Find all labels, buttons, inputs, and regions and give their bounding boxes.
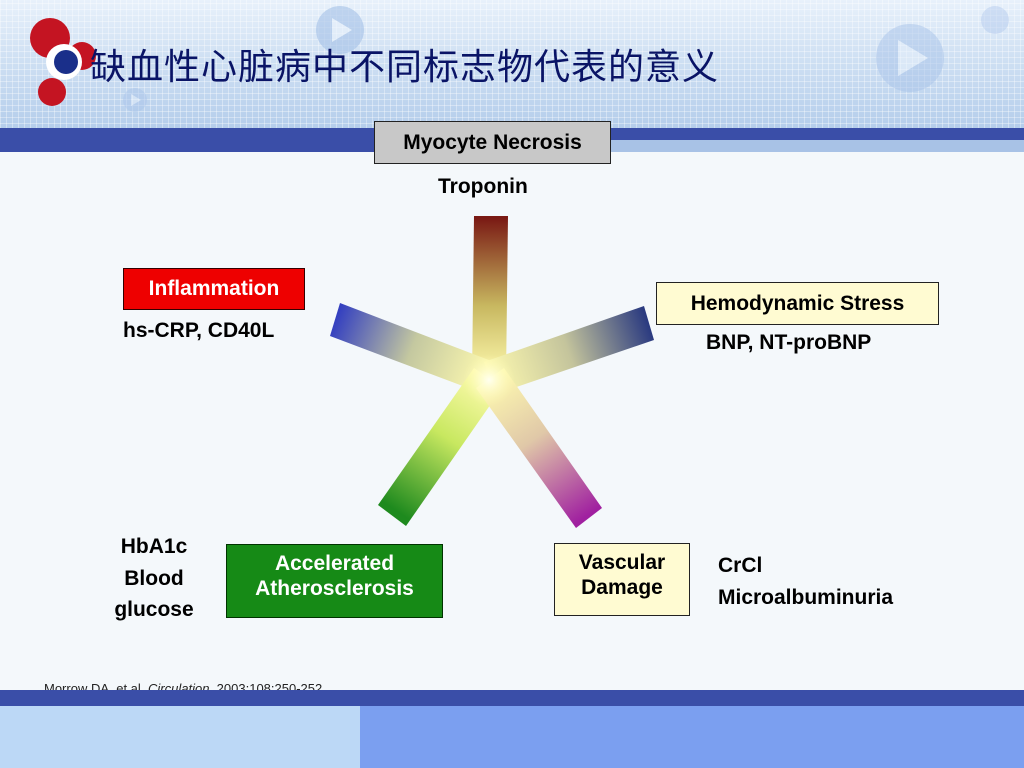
hemodynamic-markers-label: BNP, NT-proBNP [706,331,872,354]
vascular-markers-label: CrCl Microalbuminuria [718,550,893,613]
star-arm-bottom-left [378,368,502,526]
atherosclerosis-markers-label: HbA1c Blood glucose [96,531,212,626]
inflammation-markers-label: hs-CRP, CD40L [123,319,275,342]
marker-crcl: CrCl [718,554,763,577]
footer-band [0,706,1024,768]
footer-accent-block [360,706,1024,768]
vascular-label-line2: Damage [581,576,663,600]
header-grid-pattern [0,0,1024,130]
star-arm-right [484,306,654,394]
myocyte-necrosis-box: Myocyte Necrosis [374,121,611,164]
bottom-divider-band [0,690,1024,706]
play-circle-icon [981,6,1009,34]
star-arm-top [472,216,508,378]
accelerated-atherosclerosis-box: Accelerated Atherosclerosis [226,544,443,618]
header-decoration [30,6,1009,112]
marker-blood: Blood [124,566,184,590]
star-center-glow [463,354,515,406]
logo-shape [30,18,96,106]
inflammation-box: Inflammation [123,268,305,310]
hemodynamic-stress-box: Hemodynamic Stress [656,282,939,325]
atherosclerosis-label-line2: Atherosclerosis [255,577,414,601]
header-banner: 缺血性心脏病中不同标志物代表的意义 [0,0,1024,130]
vascular-label-line1: Vascular [578,551,666,574]
star-arm-left [330,303,494,394]
play-circle-icon [123,88,147,112]
star-arm-bottom-right [476,368,602,528]
marker-microalbuminuria: Microalbuminuria [718,585,894,609]
troponin-label: Troponin [438,175,528,198]
atherosclerosis-label-line1: Accelerated [274,552,395,575]
play-circle-icon [876,24,944,92]
marker-glucose: glucose [114,598,194,621]
slide-title: 缺血性心脏病中不同标志物代表的意义 [90,47,720,88]
vascular-damage-box: Vascular Damage [554,543,690,616]
marker-hba1c: HbA1c [120,535,188,558]
play-circle-icon [316,6,364,54]
